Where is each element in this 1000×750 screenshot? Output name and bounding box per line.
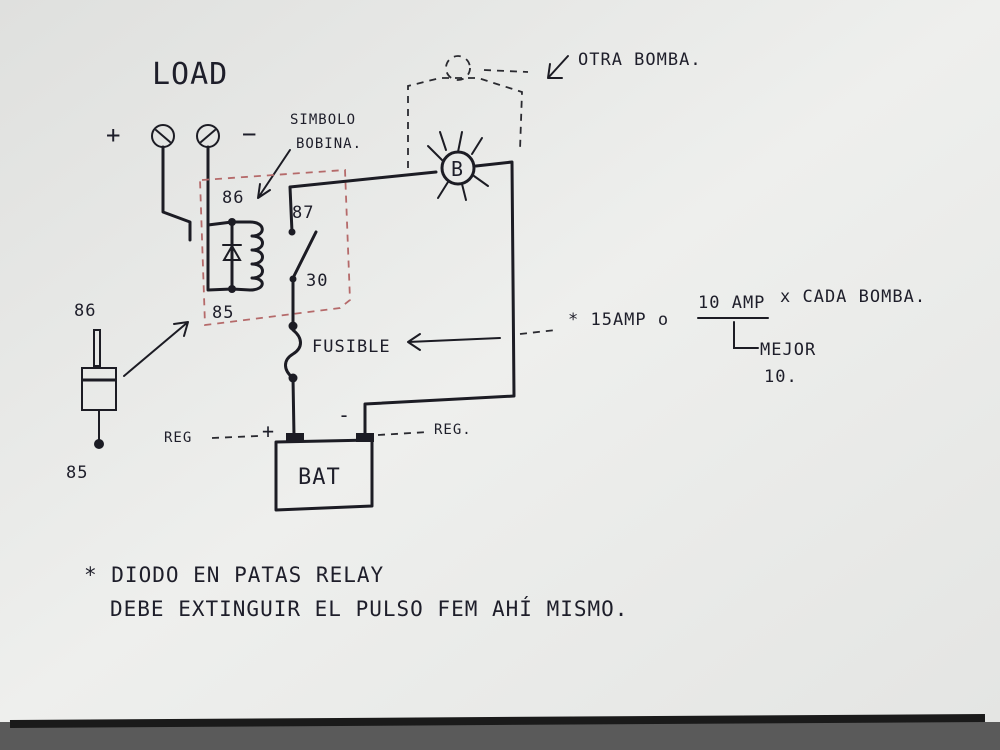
battery-body [274,438,374,512]
pin-85-label: 85 [212,303,234,323]
pin-87-label: 87 [292,203,314,223]
note-line-2: DEBE EXTINGUIR EL PULSO FEM AHÍ MISMO. [110,596,628,621]
pump-symbol [427,131,489,201]
bat-minus-label: - [338,403,351,427]
load-plus-sign: + [106,121,121,149]
side-85-label: 85 [66,463,88,483]
bobina-label: BOBINA. [296,136,362,152]
side-86-label: 86 [74,301,96,321]
amp-note-b: 10 AMP [698,293,765,313]
otra-bomba-label: OTRA BOMBA. [578,50,702,70]
otra-bomba-dashed-wire [407,77,523,168]
reg-left-label: REG [164,430,192,446]
relay-outline [199,169,351,327]
pump-letter: B [451,157,464,181]
bat-terminal-negative [356,433,374,442]
bat-terminal-positive [286,433,304,442]
paper-surface [0,0,1000,722]
pin-30-label: 30 [306,271,328,291]
side-relay-symbol [81,329,117,449]
reg-right-label: REG. [434,422,472,438]
fuse-symbol [284,328,302,380]
fuse-note-dash [519,329,557,335]
note-line-1: * DIODO EN PATAS RELAY [84,563,384,587]
battery-label: BAT [298,465,341,490]
amp-note-c: x CADA BOMBA. [780,287,926,307]
side-arrow [123,321,189,377]
otra-bomba-arrow [547,55,569,79]
fusible-label: FUSIBLE [312,337,391,357]
wire-fuse-to-positive [291,376,296,438]
reg-right-dash [377,431,429,436]
mejor-label: MEJOR [760,340,816,360]
load-minus-sign: − [242,120,257,148]
amp-note-a: * 15AMP o [568,310,669,330]
mejor-value: 10. [764,367,798,387]
otra-bomba-sketch [445,55,471,81]
wire-87-to-pump [288,170,438,234]
bobina-arrow [257,149,291,199]
simbolo-label: SIMBOLO [290,112,356,128]
fuse-arrow [407,333,501,351]
relay-switch-blade [292,230,318,278]
wire-pump-to-negative [363,160,516,442]
diode-symbol [222,220,242,291]
coil-winding [248,220,264,292]
paper-bottom-edge [9,714,986,728]
pin-86-label: 86 [222,188,244,208]
wire-load-positive [161,145,192,242]
bat-plus-label: + [262,419,275,443]
mejor-pointer [733,321,759,349]
fuse-top-dot [288,321,298,331]
load-title: LOAD [152,57,228,92]
